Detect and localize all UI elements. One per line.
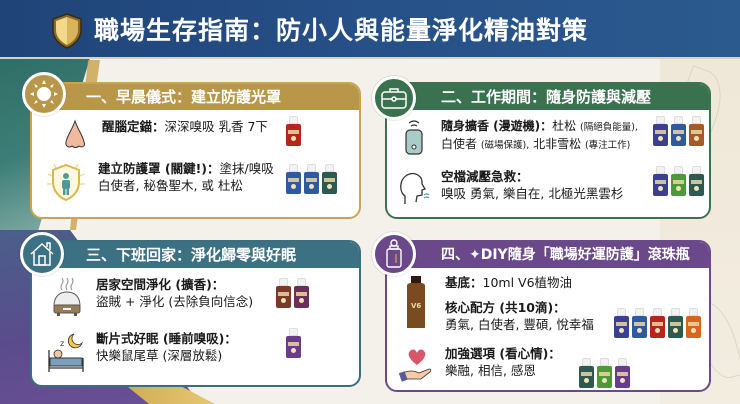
page-header: 職場生存指南：防小人與能量淨化精油對策 — [0, 0, 740, 59]
roller-bottle-icon — [372, 232, 416, 276]
essential-oil-bottle — [322, 164, 337, 194]
item-label: 空檔減壓急救： — [441, 169, 529, 184]
section-work-hours: 二、工作期間：隨身防護與減壓 隨身擴香 (漫遊機)：杜松 (隔絕負能量), 白使… — [385, 82, 711, 219]
list-item: 隨身擴香 (漫遊機)：杜松 (隔絕負能量), 白使者 (磁場保護), 北非雪松 … — [397, 118, 638, 155]
essential-oil-bottle — [653, 116, 668, 146]
essential-oil-bottle — [615, 358, 630, 388]
essential-oil-bottle — [276, 278, 291, 308]
essential-oil-bottle — [597, 358, 612, 388]
breathing-head-icon — [395, 168, 431, 204]
essential-oil-bottle — [650, 308, 665, 338]
nose-icon — [58, 118, 92, 152]
item-detail: 白使者, 秘魯聖木, 或 杜松 — [98, 178, 243, 193]
item-text: 北非雪松 — [533, 137, 582, 151]
item-label: 醒腦定錨： — [102, 119, 165, 134]
list-item: 醒腦定錨：深深嗅吸 乳香 7下 — [58, 118, 268, 152]
oil-bottles — [286, 328, 301, 358]
heart-hand-icon — [398, 345, 435, 385]
essential-oil-bottle — [294, 278, 309, 308]
list-item: 空檔減壓急救： 嗅吸 勇氣, 樂自在, 北極光黑雲杉 — [395, 168, 624, 204]
section-home-evening: 三、下班回家：淨化歸零與好眠 居家空間淨化 (擴香)： 盜賊 + 淨化 (去除負… — [30, 240, 361, 387]
item-detail: 勇氣, 白使者, 豐碩, 悅幸福 — [445, 317, 594, 332]
essential-oil-bottle — [632, 308, 647, 338]
protective-shield-person-icon — [44, 160, 88, 204]
list-item: z 斷片式好眠 (睡前嗅吸)： 快樂鼠尾草 (深層放鬆) — [46, 330, 237, 374]
item-label: 隨身擴香 (漫遊機)： — [441, 119, 553, 133]
page-title: 職場生存指南：防小人與能量淨化精油對策 — [94, 16, 589, 45]
item-detail: 樂融, 相信, 感恩 — [445, 363, 536, 378]
oil-bottles — [653, 166, 704, 196]
v6-oil-bottle-icon: V6 — [401, 274, 431, 330]
sleeping-person-icon: z — [46, 330, 86, 374]
item-label: 加強選項 (看心情)： — [445, 346, 561, 361]
item-label: 斷片式好眠 (睡前嗅吸)： — [96, 331, 237, 346]
essential-oil-bottle — [671, 166, 686, 196]
section-diy-roller: 四、✦DIY隨身「職場好運防護」滾珠瓶 V6 基底：10ml V6植物油 核心配… — [385, 240, 711, 392]
essential-oil-bottle — [304, 164, 319, 194]
essential-oil-bottle — [579, 358, 594, 388]
oil-bottles — [614, 308, 701, 338]
essential-oil-bottle — [614, 308, 629, 338]
aroma-diffuser-icon — [48, 276, 86, 320]
section-title: 四、✦DIY隨身「職場好運防護」滾珠瓶 — [387, 242, 709, 268]
item-label: 建立防護罩 (關鍵!)： — [98, 161, 220, 176]
oil-bottles — [286, 116, 301, 146]
item-note: (專注工作) — [584, 140, 631, 151]
item-text: 塗抹/嗅吸 — [219, 161, 274, 176]
oil-bottles — [276, 278, 309, 308]
list-item: 加強選項 (看心情)： 樂融, 相信, 感恩 — [398, 345, 561, 385]
item-label: 基底： — [445, 275, 483, 290]
briefcase-icon — [372, 76, 416, 120]
item-text: 白使者 — [441, 137, 478, 151]
oil-bottles — [286, 164, 337, 194]
essential-oil-bottle — [671, 116, 686, 146]
item-detail: 盜賊 + 淨化 (去除負向信念) — [96, 294, 254, 309]
essential-oil-bottle — [286, 328, 301, 358]
section-title: 三、下班回家：淨化歸零與好眠 — [32, 242, 359, 268]
essential-oil-bottle — [668, 308, 683, 338]
list-item: 建立防護罩 (關鍵!)：塗抹/嗅吸 白使者, 秘魯聖木, 或 杜松 — [44, 160, 274, 204]
essential-oil-bottle — [689, 116, 704, 146]
list-item: 核心配方 (共10滴)： 勇氣, 白使者, 豐碩, 悅幸福 — [445, 299, 594, 333]
item-detail: 嗅吸 勇氣, 樂自在, 北極光黑雲杉 — [441, 186, 624, 201]
oil-bottles — [653, 116, 704, 146]
item-label: 居家空間淨化 (擴香)： — [96, 277, 225, 292]
essential-oil-bottle — [286, 164, 301, 194]
list-item: 居家空間淨化 (擴香)： 盜賊 + 淨化 (去除負向信念) — [48, 276, 253, 320]
item-note: (隔絕負能量), — [580, 122, 638, 133]
item-detail: 快樂鼠尾草 (深層放鬆) — [96, 348, 223, 363]
essential-oil-bottle — [689, 166, 704, 196]
svg-text:z: z — [60, 339, 64, 348]
essential-oil-bottle — [686, 308, 701, 338]
list-item: V6 基底：10ml V6植物油 — [401, 274, 572, 330]
item-text: 深深嗅吸 乳香 7下 — [164, 119, 268, 134]
item-note: (磁場保護), — [480, 140, 530, 151]
oil-bottles — [579, 358, 630, 388]
item-label: 核心配方 (共10滴)： — [445, 300, 566, 315]
svg-text:V6: V6 — [411, 302, 421, 310]
section-title: 一、早晨儀式：建立防護光罩 — [32, 84, 359, 110]
section-title: 二、工作期間：隨身防護與減壓 — [387, 84, 709, 110]
item-text: 10ml V6植物油 — [482, 275, 573, 290]
section-morning-ritual: 一、早晨儀式：建立防護光罩 醒腦定錨：深深嗅吸 乳香 7下 建立防護罩 (關鍵!… — [30, 82, 361, 219]
essential-oil-bottle — [653, 166, 668, 196]
sun-icon — [22, 72, 66, 116]
diffuser-device-icon — [397, 118, 431, 155]
house-icon — [20, 232, 64, 276]
item-text: 杜松 — [552, 119, 577, 133]
essential-oil-bottle — [286, 116, 301, 146]
shield-icon — [50, 12, 84, 50]
